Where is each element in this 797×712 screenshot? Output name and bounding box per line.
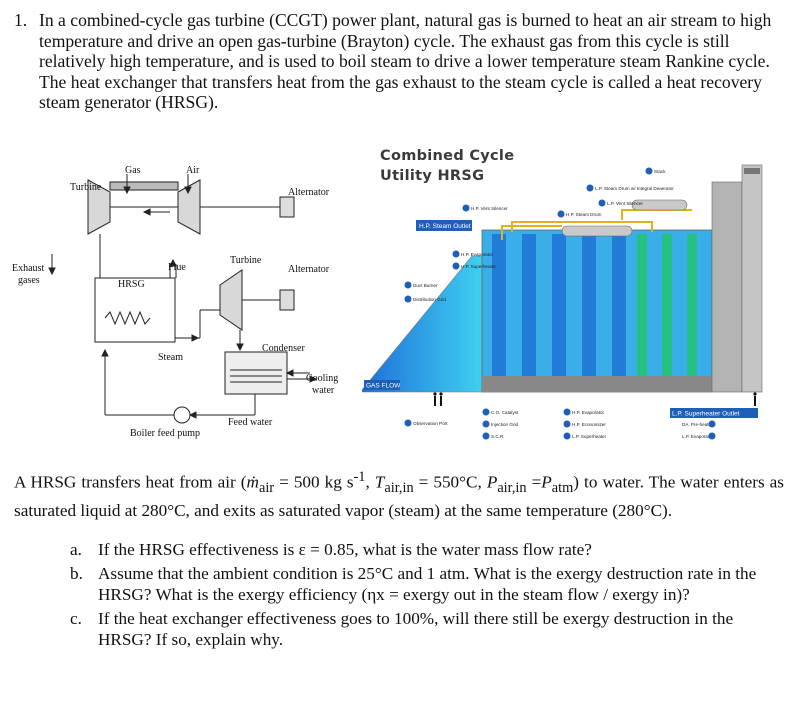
label-cooling: Cooling <box>306 373 338 384</box>
sup-minus-one: -1 <box>353 469 366 485</box>
inlet-duct <box>362 255 483 393</box>
P-symbol: P <box>486 472 498 492</box>
m-dot: ṁ <box>246 472 259 492</box>
question-part-a: a. If the HRSG effectiveness is ε = 0.85… <box>70 539 782 561</box>
problem-number: 1. <box>14 10 28 30</box>
lp-superheater-outlet-label: L.P. Superheater Outlet <box>672 411 740 418</box>
hrsg-figure-title: Combined Cycle Utility HRSG <box>380 146 514 186</box>
callout-6: C.O. Catalyst <box>491 410 519 415</box>
gas-flow-label: GAS FLOW <box>366 383 401 390</box>
stem-c: , <box>365 472 375 492</box>
lp-steam-drum <box>631 199 688 211</box>
part-b-marker: b. <box>70 563 83 583</box>
hp-steam-outlet-label: H.P. Steam Outlet <box>419 223 471 230</box>
stack <box>711 181 743 393</box>
callout-16: H.P. Vent Silencer <box>471 206 508 211</box>
compressor-shape <box>177 179 201 235</box>
callout-15: L.P. Vent Silencer <box>607 201 643 206</box>
callout-1: Distribution Grid <box>413 297 446 302</box>
label-hrsg: HRSG <box>118 279 145 290</box>
callouts: Stack L.P. Steam Drum w/ Integral Deaera… <box>404 167 716 440</box>
problem-intro: 1. In a combined-cycle gas turbine (CCGT… <box>14 10 784 113</box>
label-air: Air <box>186 165 200 176</box>
callout-7: Injection Grid <box>491 422 519 427</box>
question-part-c: c. If the heat exchanger effectiveness g… <box>70 608 782 651</box>
part-c-marker: c. <box>70 608 82 628</box>
hp-steam-drum <box>561 225 633 237</box>
stem-f: ) to water. The water enters as saturate… <box>14 472 784 520</box>
T-symbol: T <box>374 472 385 492</box>
label-exhaust: Exhaust <box>12 263 44 274</box>
sub-p-air-in: air,in <box>497 480 527 497</box>
label-condenser: Condenser <box>262 343 305 354</box>
label-steam: Steam <box>158 352 183 363</box>
label-turbine-mid: Turbine <box>230 255 262 266</box>
part-c-text: If the heat exchanger effectiveness goes… <box>98 608 734 650</box>
question-stem: A HRSG transfers heat from air (ṁair = 5… <box>14 467 784 521</box>
condenser-shape <box>224 351 288 395</box>
stem-b: = 500 kg s <box>274 472 354 492</box>
callout-11: L.P. Superheater <box>572 434 607 439</box>
callout-5: Observation Port <box>413 421 448 426</box>
part-b-text: Assume that the ambient condition is 25°… <box>98 563 757 605</box>
problem-intro-text: In a combined-cycle gas turbine (CCGT) p… <box>39 10 772 113</box>
callout-17: L.P. Steam Drum w/ Integral Deaerator <box>595 186 674 191</box>
hp-steam-outlet-badge <box>416 220 472 231</box>
sub-air: air <box>258 480 275 497</box>
P-symbol-2: P <box>541 472 552 492</box>
label-alternator-top: Alternator <box>288 187 330 198</box>
label-alternator-mid: Alternator <box>288 264 330 275</box>
callout-19: Stack <box>654 169 666 174</box>
sub-air-in: air,in <box>384 480 414 497</box>
label-gas: Gas <box>125 165 141 176</box>
hrsg-title-line2: Utility HRSG <box>380 168 485 184</box>
hrsg-title-line1: Combined Cycle <box>380 148 515 164</box>
part-a-marker: a. <box>70 540 82 559</box>
label-boiler-feed-pump: Boiler feed pump <box>130 428 200 439</box>
hrsg-casing <box>481 229 713 393</box>
label-feed-water: Feed water <box>228 417 273 428</box>
part-a-text: If the HRSG effectiveness is ε = 0.85, w… <box>98 540 592 559</box>
label-turbine-top: Turbine <box>70 182 102 193</box>
gas-flow-badge <box>364 380 400 390</box>
callout-9: H.P. Evaporator <box>572 410 605 415</box>
stem-e: = <box>526 472 542 492</box>
question-parts: a. If the HRSG effectiveness is ε = 0.85… <box>70 539 782 653</box>
callout-13: L.P. Evaporator <box>682 434 714 439</box>
callout-12: DA. Pre-heater <box>682 422 713 427</box>
gas-turbine-shape <box>87 179 111 235</box>
stem-d: = 550°C, <box>413 472 487 492</box>
ccgt-schematic: Gas Air Turbine Alternator Exhaust gases… <box>12 165 338 439</box>
callout-10: H.P. Economizer <box>572 422 606 427</box>
stem-a: A HRSG transfers heat from air ( <box>14 472 247 492</box>
label-gases: gases <box>18 275 40 286</box>
sub-atm: atm <box>551 480 574 497</box>
boiler-feed-pump-shape <box>173 406 191 424</box>
hrsg-illustration: H.P. Steam Outlet GAS FLOW L.P. Superhea… <box>362 164 763 440</box>
callout-3: H.P. Superheater <box>461 264 496 269</box>
callout-2: Duct Burner <box>413 283 438 288</box>
lp-superheater-outlet-badge <box>670 408 758 418</box>
question-part-b: b. Assume that the ambient condition is … <box>70 563 782 606</box>
callout-8: S.C.R. <box>491 434 505 439</box>
steam-turbine-shape <box>219 269 243 331</box>
label-water: water <box>312 385 335 396</box>
callout-14: H.P. Steam Drum <box>566 212 602 217</box>
callout-4: H.P. Evaporator <box>461 252 494 257</box>
label-flue: Flue <box>168 262 186 273</box>
